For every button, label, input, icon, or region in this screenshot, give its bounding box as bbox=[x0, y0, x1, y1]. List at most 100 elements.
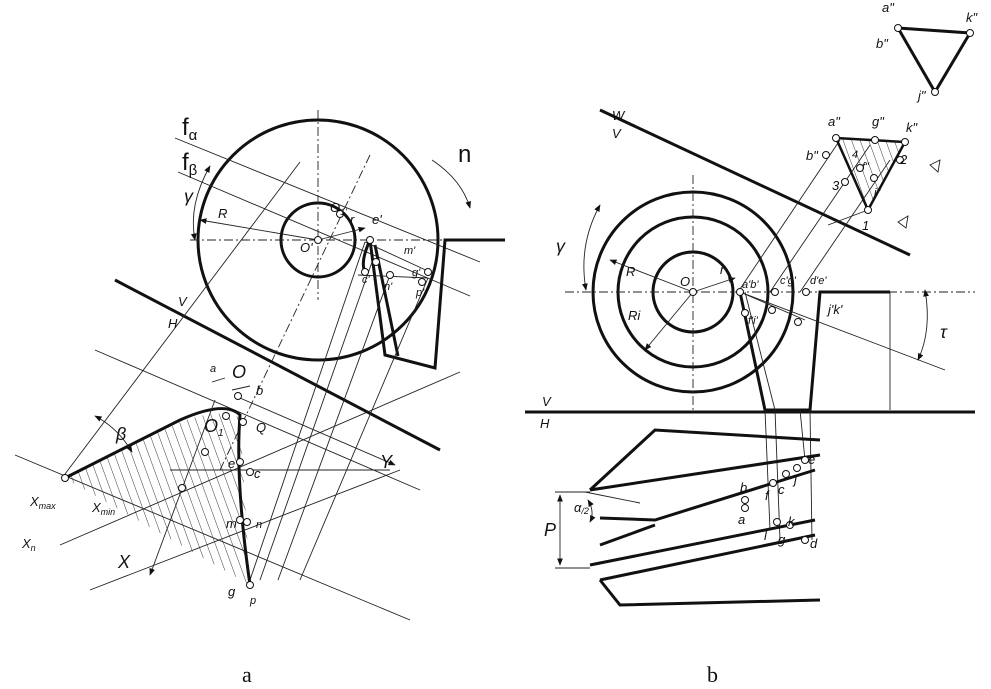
point bbox=[741, 309, 749, 317]
label-R-b: R bbox=[626, 264, 635, 279]
tri-marker bbox=[897, 215, 909, 229]
label-xn: Xn bbox=[21, 536, 36, 553]
dim-b bbox=[231, 385, 251, 391]
label-g2: g" bbox=[872, 114, 885, 129]
tool-b bbox=[738, 290, 890, 412]
point bbox=[768, 306, 776, 314]
point bbox=[366, 236, 374, 244]
f-alpha-line bbox=[174, 137, 481, 263]
cutting-edge-curve bbox=[64, 407, 252, 586]
label-a-b: a bbox=[738, 512, 745, 527]
panel-b: a" k" b" j" W V bbox=[525, 0, 979, 687]
tau-arc bbox=[917, 289, 929, 361]
point bbox=[802, 288, 810, 296]
label-a: a bbox=[210, 363, 216, 375]
point bbox=[794, 318, 802, 326]
point bbox=[773, 518, 781, 526]
tool-b-edge bbox=[739, 291, 946, 371]
y-axis bbox=[239, 397, 396, 466]
point bbox=[236, 458, 244, 466]
label-e: e bbox=[228, 456, 235, 471]
label-O-b: O bbox=[680, 274, 690, 289]
label-c-top: c' bbox=[362, 274, 371, 286]
point bbox=[769, 479, 777, 487]
point bbox=[246, 468, 254, 476]
label-f-beta: fβ bbox=[182, 149, 198, 179]
label-xmax: Xmax bbox=[29, 494, 56, 511]
label-H: H bbox=[168, 316, 178, 331]
tool-top bbox=[368, 238, 505, 370]
caption-a: a bbox=[242, 662, 252, 687]
point bbox=[931, 88, 939, 96]
label-m: m bbox=[226, 516, 237, 531]
point bbox=[786, 521, 794, 529]
radius-r bbox=[317, 226, 366, 241]
thread-line bbox=[584, 491, 641, 504]
panel-a: fα fβ γ n R r O1' O' e' m' c' n' g' p' V… bbox=[14, 110, 505, 687]
wv-axis bbox=[599, 108, 911, 257]
dim-a bbox=[211, 377, 226, 383]
label-f-b: f bbox=[765, 488, 770, 503]
label-b3-top: b" bbox=[876, 36, 889, 51]
point bbox=[689, 288, 697, 296]
label-Y: Y bbox=[380, 452, 394, 472]
point bbox=[336, 210, 344, 218]
point bbox=[243, 518, 251, 526]
label-Ri: Ri bbox=[628, 308, 641, 323]
gamma-arc-b bbox=[582, 204, 601, 291]
point bbox=[741, 496, 749, 504]
tool-edge bbox=[364, 241, 431, 273]
radius-R bbox=[199, 218, 319, 241]
label-n: n bbox=[458, 141, 471, 168]
hatched-triangle bbox=[834, 136, 908, 213]
point bbox=[386, 271, 394, 279]
label-f-alpha: fα bbox=[182, 114, 198, 144]
label-n-pt: n bbox=[256, 519, 262, 531]
label-tau: τ bbox=[940, 322, 948, 342]
proj-line bbox=[59, 371, 461, 546]
point bbox=[222, 412, 230, 420]
point bbox=[424, 268, 432, 276]
proj-line bbox=[764, 409, 771, 531]
radius-Ri-b bbox=[644, 291, 694, 351]
proj-line bbox=[799, 409, 806, 461]
label-ab: a'b' bbox=[742, 279, 759, 291]
point bbox=[246, 581, 254, 589]
radius-R-b bbox=[609, 259, 694, 293]
label-l-b: l bbox=[764, 528, 768, 543]
label-r: r bbox=[350, 212, 355, 227]
label-V-top: V bbox=[612, 126, 622, 141]
label-de: d'e' bbox=[810, 275, 827, 287]
point bbox=[966, 29, 974, 37]
label-O-top: O' bbox=[300, 240, 313, 255]
label-Q: Q bbox=[256, 420, 266, 435]
point bbox=[236, 516, 244, 524]
label-R: R bbox=[218, 206, 227, 221]
label-j-b: j bbox=[792, 472, 798, 487]
point bbox=[736, 288, 744, 296]
label-3: 3 bbox=[832, 178, 840, 193]
alpha-arc bbox=[587, 499, 596, 523]
f-beta-line bbox=[177, 171, 471, 297]
proj-line bbox=[299, 277, 429, 581]
point bbox=[793, 464, 801, 472]
label-e-b: e bbox=[808, 452, 815, 467]
label-j2: j" bbox=[872, 187, 881, 199]
label-O1: O1 bbox=[204, 416, 224, 439]
label-P: P bbox=[544, 520, 556, 540]
proj-line bbox=[737, 139, 841, 293]
point bbox=[418, 278, 426, 286]
label-X: X bbox=[117, 552, 131, 572]
gamma-arc bbox=[190, 165, 211, 241]
point bbox=[234, 392, 242, 400]
proj-line bbox=[94, 349, 421, 491]
label-c-b: c bbox=[778, 482, 785, 497]
point bbox=[782, 470, 790, 478]
label-jk: j'k' bbox=[826, 302, 843, 317]
label-g-b: g bbox=[778, 532, 786, 547]
label-g: g bbox=[228, 584, 236, 599]
label-2: 2 bbox=[899, 152, 908, 167]
label-fi: f'i' bbox=[748, 315, 759, 327]
label-p-top: p' bbox=[415, 287, 425, 299]
